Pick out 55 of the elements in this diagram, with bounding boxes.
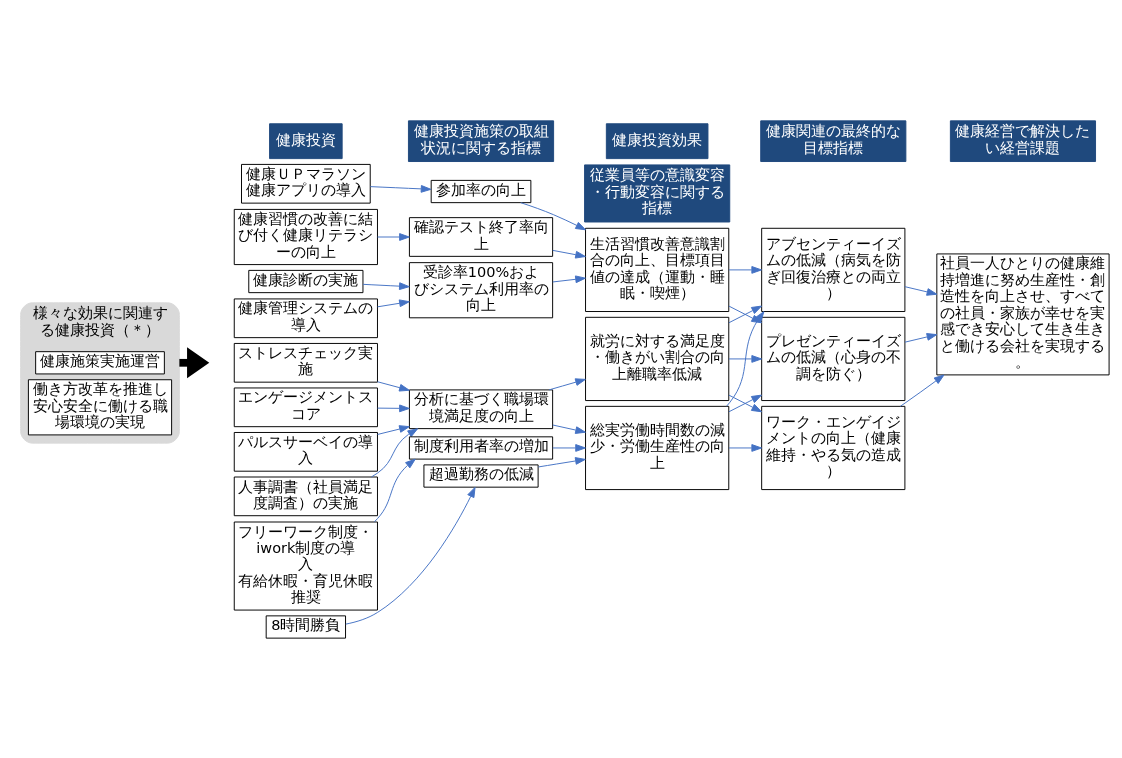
node-box: ストレスチェック実施 xyxy=(233,342,378,383)
node-box: 健康管理システムの導入 xyxy=(233,297,378,338)
node-box: 制度利用者率の増加 xyxy=(408,435,554,460)
arrow xyxy=(520,201,586,230)
arrow xyxy=(728,394,762,412)
node-box: 確認テスト終了率向上 xyxy=(408,216,554,257)
arrow xyxy=(899,374,945,407)
arrow xyxy=(552,443,586,452)
node-box: 分析に基づく職場環境満足度の向上 xyxy=(408,388,554,429)
arrow xyxy=(371,427,419,477)
arrow xyxy=(345,486,476,625)
arrow xyxy=(728,265,762,274)
node-box: ワーク・エンゲイジメントの向上（健康維持・やる気の造成） xyxy=(761,405,906,490)
node-box: 就労に対する満足度・働きがい割合の向上離職率低減 xyxy=(585,316,730,401)
arrow xyxy=(377,380,410,392)
arrow xyxy=(377,404,410,412)
node-box: 健康習慣の改善に結び付く健康リテラシーの向上 xyxy=(233,208,378,265)
node-box: 健康施策実施運営 xyxy=(35,350,165,374)
node-box: 健康ＵＰマラソン 健康アプリの導入 xyxy=(241,163,371,204)
arrow xyxy=(377,298,410,307)
arrow xyxy=(552,424,586,434)
node-box: 健康投資 xyxy=(269,122,343,159)
node-box: プレゼンティーイズムの低減（心身の不調を防ぐ） xyxy=(761,316,906,401)
node-box: 受診率100%およびシステム利用率の向上 xyxy=(408,261,554,318)
node-box: 健康経営で解決したい経営課題 xyxy=(949,119,1097,162)
arrow xyxy=(904,332,938,343)
node-box: 参加率の向上 xyxy=(430,179,532,203)
arrow xyxy=(362,281,410,290)
node-box: パルスサーベイの導入 xyxy=(233,431,378,472)
arrow xyxy=(728,354,762,363)
arrow xyxy=(377,232,410,241)
arrow xyxy=(552,274,586,283)
arrow xyxy=(904,285,938,296)
node-box: 健康関連の最終的な目標指標 xyxy=(760,119,907,162)
arrow xyxy=(728,443,762,452)
node-box: 健康投資施策の取組状況に関する指標 xyxy=(407,119,555,162)
node-box: 健康診断の実施 xyxy=(248,269,364,293)
arrow xyxy=(373,458,416,522)
arrow xyxy=(377,424,410,435)
node-box: 8時間勝負 xyxy=(265,614,347,639)
arrow xyxy=(548,377,586,390)
node-box: 超過勤務の低減 xyxy=(423,463,539,488)
arrow xyxy=(552,249,586,259)
node-box: 従業員等の意識変容・行動変容に関する指標 xyxy=(584,163,731,222)
node-box: 生活習慣改善意識割合の向上、目標項目値の達成（運動・睡眠・喫煙） xyxy=(585,227,730,312)
node-box: 人事調書（社員満足度調査）の実施 xyxy=(233,476,378,516)
arrow xyxy=(369,184,432,193)
arrow xyxy=(538,456,586,467)
node-box: 働き方改革を推進し安心安全に働ける職場環境の実現 xyxy=(27,378,173,435)
node-box: アブセンティーイズムの低減（病気を防ぎ回復治療との両立） xyxy=(761,227,906,312)
node-box: 健康投資効果 xyxy=(605,122,709,159)
node-box: 社員一人ひとりの健康維持増進に努め生産性・創造性を向上させ、すべての社員・家族が幸せを実感でき安心して生き生きと働ける会社を実現する。 xyxy=(936,252,1110,375)
node-box: 総実労働時間数の減少・労働生産性の向上 xyxy=(585,405,730,490)
node-box: エンゲージメントスコア xyxy=(233,387,378,427)
node-box: フリーワーク制度・iwork制度の導入 有給休暇・育児休暇推奨 xyxy=(233,521,378,611)
